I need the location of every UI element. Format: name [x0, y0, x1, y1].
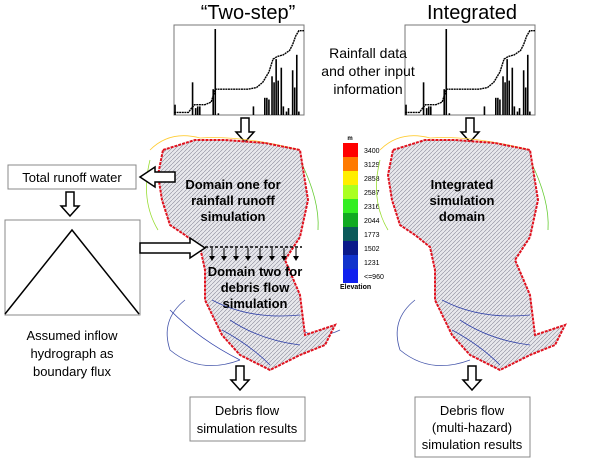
legend-swatch: [343, 199, 358, 213]
legend-swatch: [343, 213, 358, 227]
arrow-down-icon: [233, 256, 239, 261]
chart-frame: [404, 24, 536, 116]
legend-unit: m: [347, 136, 352, 142]
legend-swatch: [343, 269, 358, 283]
cumulative-line: [174, 30, 304, 114]
header-integrated: Integrated: [427, 2, 517, 24]
legend-swatch: [343, 227, 358, 241]
legend-swatch: [343, 185, 358, 199]
arrow-down-icon: [293, 256, 299, 261]
svg-text:Debris flow: Debris flow: [215, 403, 280, 418]
legend-swatch: [343, 241, 358, 255]
svg-text:information: information: [333, 81, 402, 97]
cumulative-line: [405, 30, 535, 114]
svg-text:Integrated: Integrated: [431, 177, 494, 192]
hydrograph-label: Assumed inflow hydrograph as boundary fl…: [26, 328, 118, 379]
svg-text:Debris flow: Debris flow: [440, 403, 505, 418]
legend-label: 1231: [364, 260, 380, 267]
domain-one-label: Domain one for rainfall runoff simulatio…: [185, 177, 280, 224]
legend-label: 3400: [364, 148, 380, 155]
arrow-down-icon: [281, 256, 287, 261]
legend-swatch: [343, 255, 358, 269]
boundary-flux-arrows: [209, 248, 299, 261]
legend-swatch: [343, 143, 358, 157]
svg-text:simulation results: simulation results: [197, 421, 298, 436]
triangle-hydrograph: [4, 228, 140, 315]
arrow-down-icon: [245, 256, 251, 261]
hydrograph-box: [4, 219, 141, 316]
arrow-down-icon: [462, 365, 482, 391]
svg-text:debris flow: debris flow: [221, 280, 291, 295]
arrow-down-icon: [209, 256, 215, 261]
arrow-down-icon: [230, 365, 250, 391]
map-two-step: Domain one for rainfall runoff simulatio…: [146, 135, 341, 372]
total-runoff-label: Total runoff water: [22, 170, 122, 185]
arrow-left-icon: [138, 165, 176, 189]
arrow-down-icon: [60, 191, 80, 217]
legend-label: 1773: [364, 232, 380, 239]
arrow-down-icon: [269, 256, 275, 261]
chart-frame: [173, 24, 305, 116]
results-right-box: [414, 396, 531, 458]
elevation-legend: m Elevation 3400 3129 2858 2587 2316 2044 1773…: [340, 136, 384, 291]
results-right-label: Debris flow (multi-hazard) simulation re…: [422, 403, 523, 452]
legend-label: <=960: [364, 274, 384, 281]
rainfall-chart-two-step: [173, 24, 305, 116]
legend-label: 2044: [364, 218, 380, 225]
legend-swatch: [343, 157, 358, 171]
legend-title: Elevation: [340, 284, 371, 291]
arrow-down-icon: [257, 256, 263, 261]
svg-text:simulation results: simulation results: [422, 437, 523, 452]
svg-text:simulation: simulation: [429, 193, 494, 208]
arrow-right-icon: [139, 236, 207, 260]
svg-text:simulation: simulation: [222, 296, 287, 311]
arrow-down-icon: [235, 117, 255, 143]
svg-text:Assumed inflow: Assumed inflow: [26, 328, 118, 343]
svg-text:(multi-hazard): (multi-hazard): [432, 420, 512, 435]
legend-swatch: [343, 171, 358, 185]
legend-label: 2316: [364, 204, 380, 211]
rainfall-chart-integrated: [404, 24, 536, 116]
results-left-label: Debris flow simulation results: [197, 403, 298, 436]
total-runoff-box: [7, 164, 137, 190]
svg-text:Rainfall data: Rainfall data: [329, 45, 407, 61]
rainfall-label: Rainfall data and other input informatio…: [321, 45, 415, 97]
arrow-down-icon: [221, 256, 227, 261]
legend-label: 2858: [364, 176, 380, 183]
svg-text:rainfall runoff: rainfall runoff: [191, 193, 275, 208]
svg-text:domain: domain: [439, 209, 485, 224]
domain-two-label: Domain two for debris flow simulation: [208, 264, 303, 311]
legend-label: 2587: [364, 190, 380, 197]
svg-text:hydrograph as: hydrograph as: [30, 346, 114, 361]
header-two-step: “Two-step”: [201, 2, 295, 24]
legend-label: 1502: [364, 246, 380, 253]
legend-label: 3129: [364, 162, 380, 169]
svg-text:simulation: simulation: [200, 209, 265, 224]
svg-text:Domain one for: Domain one for: [185, 177, 280, 192]
results-left-box: [189, 396, 306, 442]
map-integrated: Integrated simulation domain: [376, 135, 567, 372]
integrated-domain-label: Integrated simulation domain: [429, 177, 494, 224]
svg-text:boundary flux: boundary flux: [33, 364, 112, 379]
svg-text:Domain two for: Domain two for: [208, 264, 303, 279]
svg-text:and other input: and other input: [321, 63, 415, 79]
